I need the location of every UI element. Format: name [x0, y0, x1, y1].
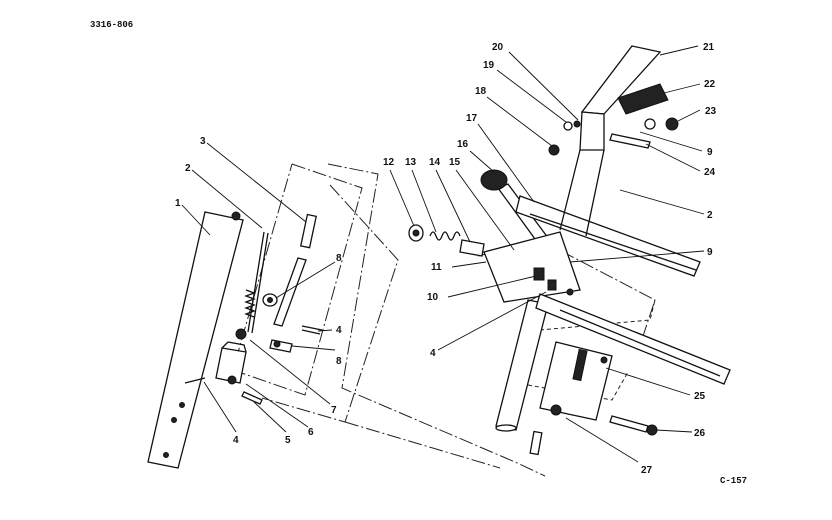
- callout-9-lower: 9: [707, 247, 713, 258]
- part-6-clevis: [215, 328, 247, 385]
- callout-18: 18: [475, 86, 487, 97]
- part-27-pin: [529, 430, 543, 456]
- leader-lines: [181, 45, 705, 463]
- callout-4-right: 4: [430, 348, 436, 359]
- callout-2-left: 2: [185, 163, 191, 174]
- part-4-cotter-pin: [301, 325, 323, 335]
- part-22-grip-knob: [617, 83, 669, 115]
- part-18-19-20-hardware: [548, 120, 581, 156]
- callout-26: 26: [694, 428, 706, 439]
- callout-27: 27: [641, 465, 653, 476]
- callout-8-upper: 8: [336, 253, 342, 264]
- callout-9-upper: 9: [707, 147, 713, 158]
- callout-2-right: 2: [707, 210, 713, 221]
- part-1-flat-bar: [147, 211, 244, 469]
- part-25-plate: [539, 341, 613, 421]
- part-8-pin-lower: [269, 339, 293, 353]
- callout-22: 22: [704, 79, 716, 90]
- callout-4-bottom: 4: [233, 435, 239, 446]
- part-13-spring: [429, 231, 461, 241]
- callout-10: 10: [427, 292, 439, 303]
- callout-25: 25: [694, 391, 706, 402]
- callout-21: 21: [703, 42, 715, 53]
- callout-16: 16: [457, 139, 469, 150]
- part-5-bolt: [241, 391, 263, 405]
- callout-12: 12: [383, 157, 395, 168]
- callout-19: 19: [483, 60, 495, 71]
- callout-6: 6: [308, 427, 314, 438]
- part-2-frame-rail: [515, 195, 731, 385]
- callout-24: 24: [704, 167, 716, 178]
- part-2-rod-with-spring: [244, 231, 269, 334]
- column-tube: [495, 299, 549, 432]
- part-11-bracket: [483, 231, 581, 303]
- callout-23: 23: [705, 106, 717, 117]
- part-26-bolt: [609, 415, 658, 436]
- part-21-lever-handle: [559, 45, 662, 237]
- callout-labels: 1 2 3 4 5 6 7 8 4 8 12 13 14 15 16 17 18…: [175, 42, 717, 476]
- callout-1: 1: [175, 198, 181, 209]
- drawing-code: 3316-806: [90, 20, 133, 30]
- part-14-bushing: [459, 239, 485, 257]
- callout-15: 15: [449, 157, 461, 168]
- callout-7: 7: [331, 405, 337, 416]
- callout-8-lower: 8: [336, 356, 342, 367]
- callout-11: 11: [431, 262, 442, 273]
- part-8-link-rod: [262, 257, 307, 327]
- callout-5: 5: [285, 435, 291, 446]
- callout-3: 3: [200, 136, 206, 147]
- callout-20: 20: [492, 42, 504, 53]
- part-12-washer: [408, 224, 424, 242]
- part-24-bolt: [609, 133, 651, 149]
- callout-17: 17: [466, 113, 478, 124]
- part-3-pin: [299, 213, 317, 249]
- drawing-reference: C-157: [720, 476, 747, 486]
- callout-4-middle: 4: [336, 325, 342, 336]
- part-23-nut: [644, 117, 679, 131]
- callout-14: 14: [429, 157, 441, 168]
- callout-13: 13: [405, 157, 417, 168]
